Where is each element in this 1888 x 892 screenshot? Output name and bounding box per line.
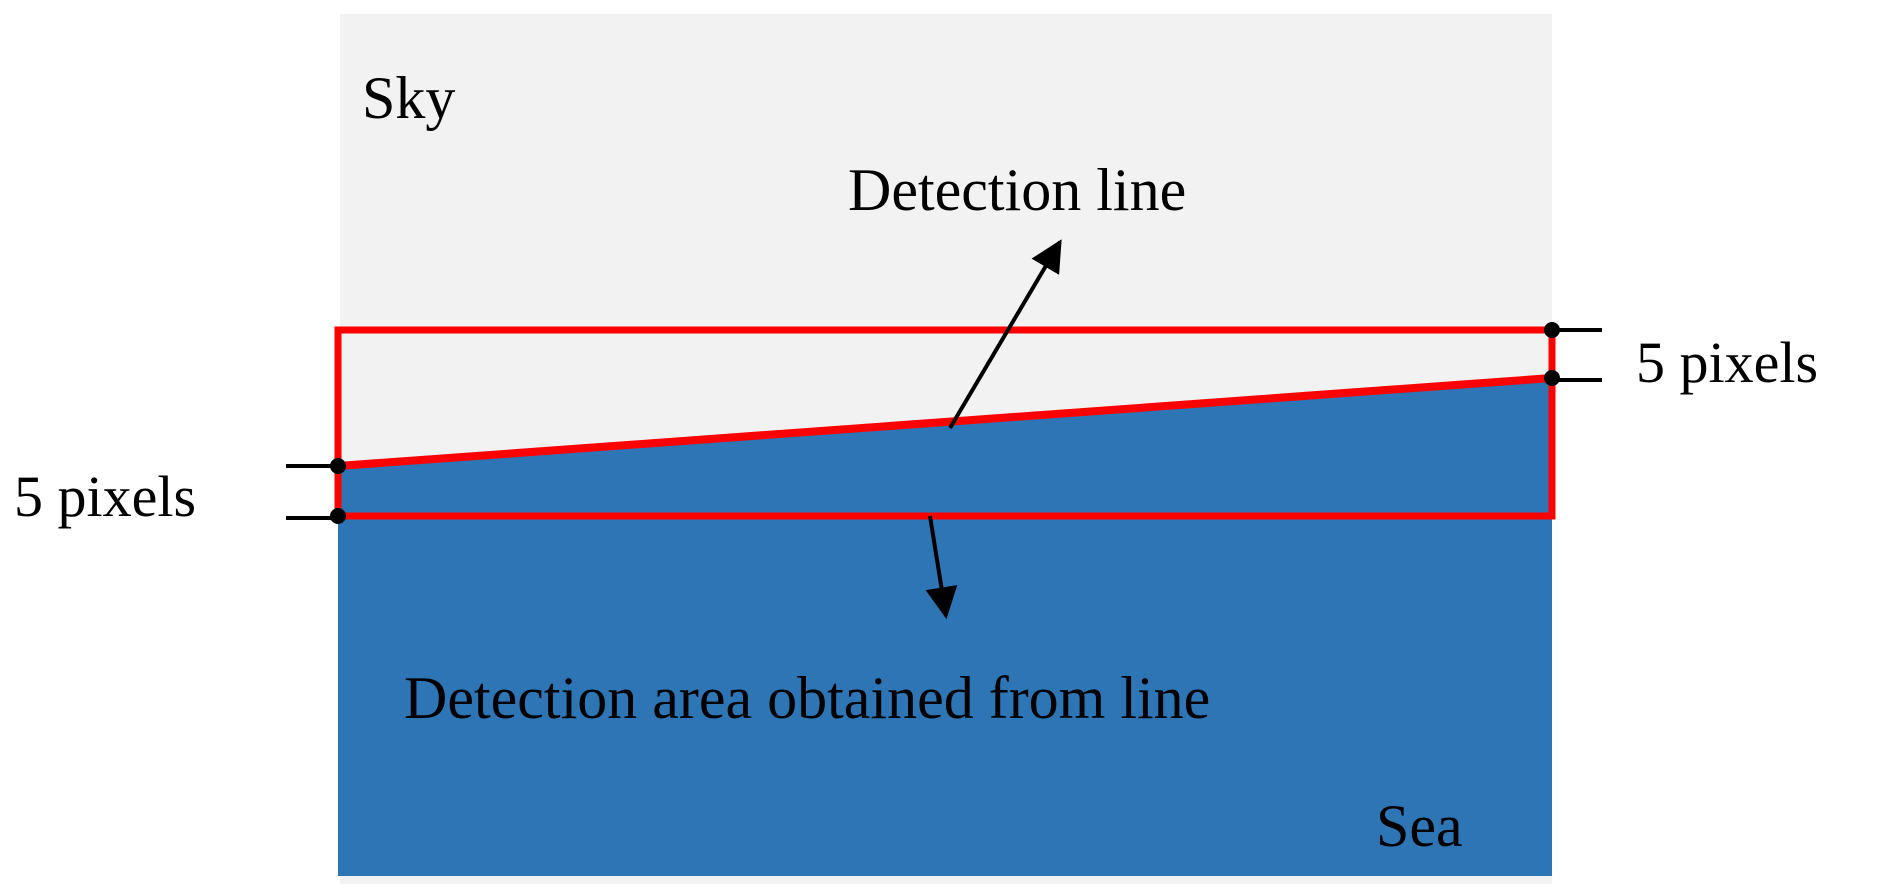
sea-label: Sea <box>1376 793 1463 859</box>
detection-area-label: Detection area obtained from line <box>404 665 1210 731</box>
left-offset-marker <box>286 458 346 524</box>
right-offset-marker <box>1544 322 1602 386</box>
detection-area-arrow <box>925 515 958 620</box>
detection-line-label: Detection line <box>848 157 1186 223</box>
detection-area-box <box>334 326 1556 520</box>
detection-line <box>337 374 1553 470</box>
sky-label: Sky <box>362 65 455 131</box>
right-offset-label: 5 pixels <box>1636 330 1818 395</box>
left-offset-label: 5 pixels <box>14 464 196 529</box>
sea-region <box>338 378 1552 876</box>
detection-line-arrow <box>948 239 1062 430</box>
